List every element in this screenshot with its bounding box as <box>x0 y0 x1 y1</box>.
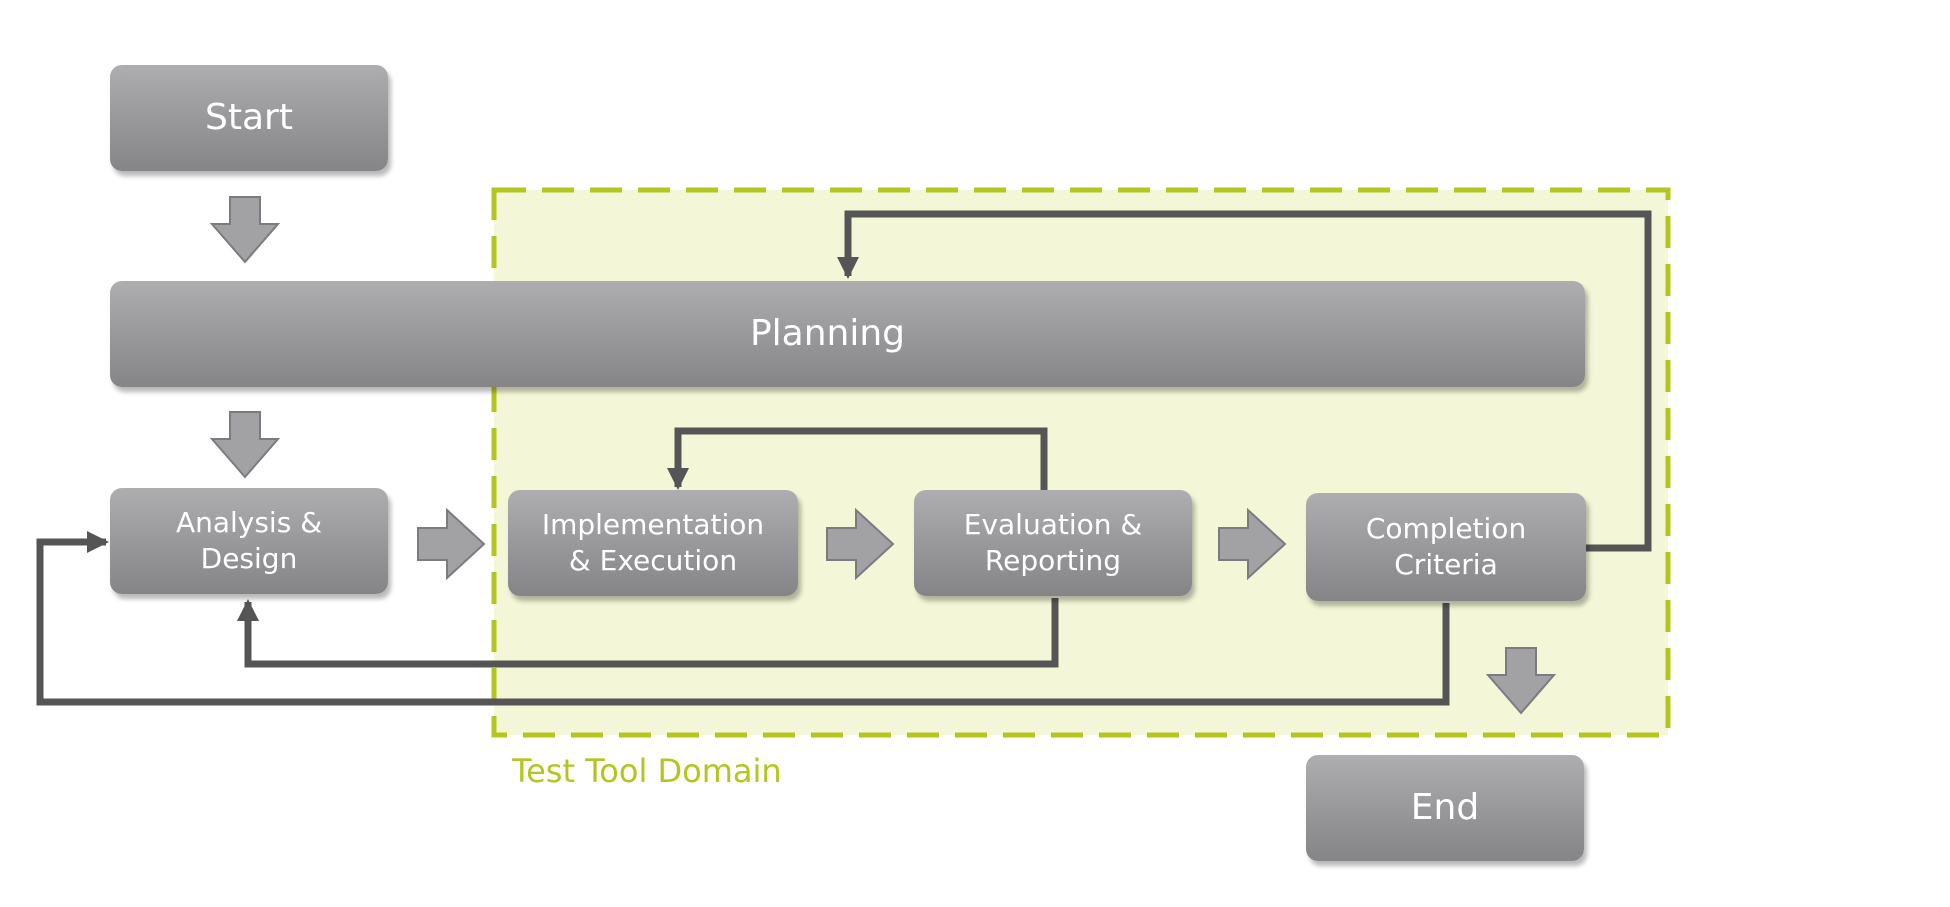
flow-arrow-planning-to-analysis <box>209 411 281 479</box>
flow-arrow-start-to-planning <box>209 196 281 264</box>
test-tool-domain-region <box>491 187 1671 738</box>
flow-arrow-implementation-to-evaluation <box>826 507 895 581</box>
start-node: Start <box>110 65 388 171</box>
planning-node-label: Planning <box>749 312 906 354</box>
end-node-label: End <box>1410 786 1480 828</box>
completion-criteria-node-label: Completion Criteria <box>1365 511 1527 581</box>
planning-node: Planning <box>110 281 1585 387</box>
implementation-execution-node-label: Implementation & Execution <box>541 507 765 577</box>
test-tool-domain-label: Test Tool Domain <box>512 752 782 790</box>
loop-completion-to-analysis <box>36 531 1450 706</box>
analysis-design-node-label: Analysis & Design <box>175 505 323 575</box>
flow-arrow-analysis-to-implementation <box>417 507 486 581</box>
flow-arrow-evaluation-to-completion <box>1218 507 1287 581</box>
completion-criteria-node: Completion Criteria <box>1306 493 1586 601</box>
analysis-design-node: Analysis & Design <box>110 488 388 594</box>
evaluation-reporting-node: Evaluation & Reporting <box>914 490 1192 596</box>
evaluation-reporting-node-label: Evaluation & Reporting <box>963 507 1143 577</box>
loop-completion-to-planning <box>837 210 1652 552</box>
end-node: End <box>1306 755 1584 861</box>
loop-evaluation-to-implementation <box>667 427 1048 491</box>
flow-arrow-completion-to-end <box>1485 647 1557 715</box>
loop-evaluation-to-analysis <box>237 598 1059 668</box>
start-node-label: Start <box>205 96 293 138</box>
implementation-execution-node: Implementation & Execution <box>508 490 798 596</box>
